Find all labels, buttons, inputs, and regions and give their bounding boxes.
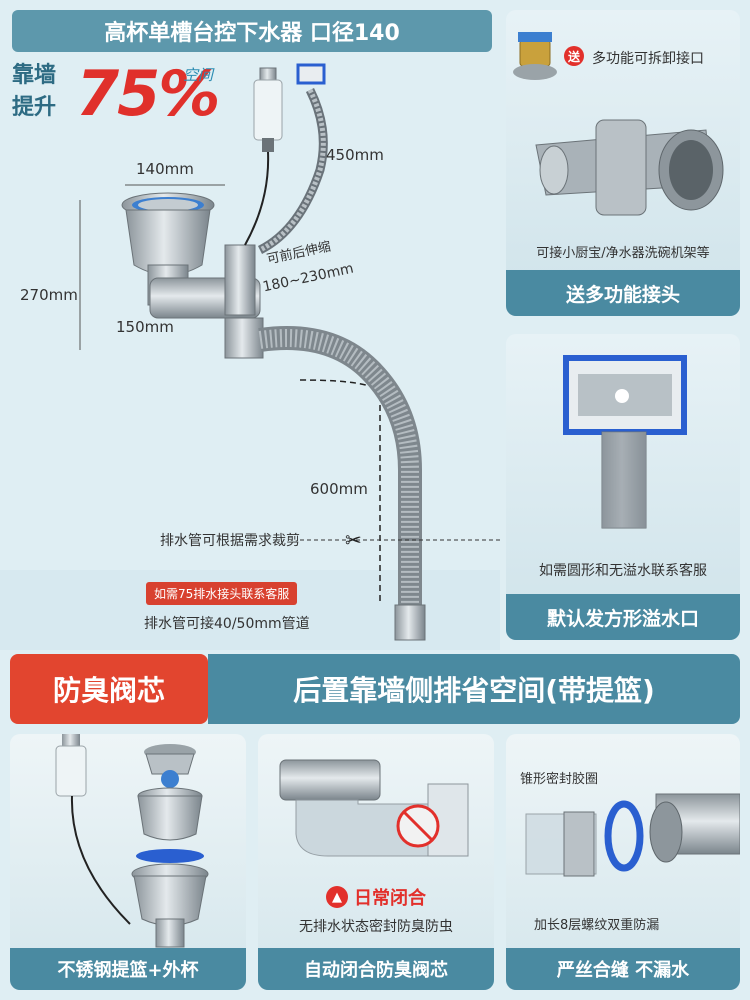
connector-footer: 送多功能接头 [506,270,740,316]
dim-width-top: 140mm [136,160,194,178]
valve-footer: 自动闭合防臭阀芯 [258,948,494,990]
feature-banner-left: 防臭阀芯 [10,654,208,724]
svg-text:✂: ✂ [345,528,362,552]
promo-label: 靠墙提升 [12,63,57,120]
overflow-text: 如需圆形和无溢水联系客服 [539,563,707,579]
valve-status-label: 日常闭合 [354,888,426,909]
promo-value: 75% [76,57,220,130]
page-title: 高杯单槽台控下水器 口径140 [12,10,492,52]
seal-footer: 严丝合缝 不漏水 [506,948,740,990]
dim-hose: 450mm [326,146,384,164]
basket-panel: 不锈钢提篮+外杯 [10,734,246,990]
promo-suffix: 空间 [183,66,214,84]
sink-drain-illustration: ✂ [0,63,500,650]
connector-text: 可接小厨宝/净水器洗碗机架等 [536,246,710,261]
overflow-footer: 默认发方形溢水口 [506,594,740,640]
valve-text: 无排水状态密封防臭防虫 [299,919,453,935]
connector-illustration [513,32,724,216]
valve-panel: ▲ 日常闭合 无排水状态密封防臭防虫 自动闭合防臭阀芯 [258,734,494,990]
valve-illustration [279,759,469,857]
note-cut: 排水管可根据需求裁剪 [160,533,300,549]
seal-label-bottom: 加长8层螺纹双重防漏 [534,918,660,933]
warning-icon: ▲ [326,886,348,908]
note-contact: 如需75排水接头联系客服 [146,582,298,605]
seal-illustration [525,793,740,877]
seal-panel: 锥形密封胶圈 加长8层螺纹双重防漏 严丝合缝 不漏水 [506,734,740,990]
valve-status: ▲ 日常闭合 [310,884,442,910]
dim-drain: 600mm [310,480,368,498]
overflow-panel: 如需圆形和无溢水联系客服 默认发方形溢水口 [506,334,740,640]
basket-illustration [55,734,209,948]
connector-panel: 送 多功能可拆卸接口 可接小厨宝/净水器洗碗机架等 送多功能接头 [506,10,740,316]
connector-caption: 多功能可拆卸接口 [592,51,704,67]
dim-height: 270mm [20,286,78,304]
seal-label-top: 锥形密封胶圈 [520,772,599,787]
dim-width-bottom: 150mm [116,318,174,336]
basket-footer: 不锈钢提篮+外杯 [10,948,246,990]
gift-badge: 送 [564,46,584,66]
note-pipe: 排水管可接40/50mm管道 [144,616,310,632]
overflow-illustration [563,355,687,529]
feature-banner-right: 后置靠墙侧排省空间(带提篮) [208,654,740,724]
